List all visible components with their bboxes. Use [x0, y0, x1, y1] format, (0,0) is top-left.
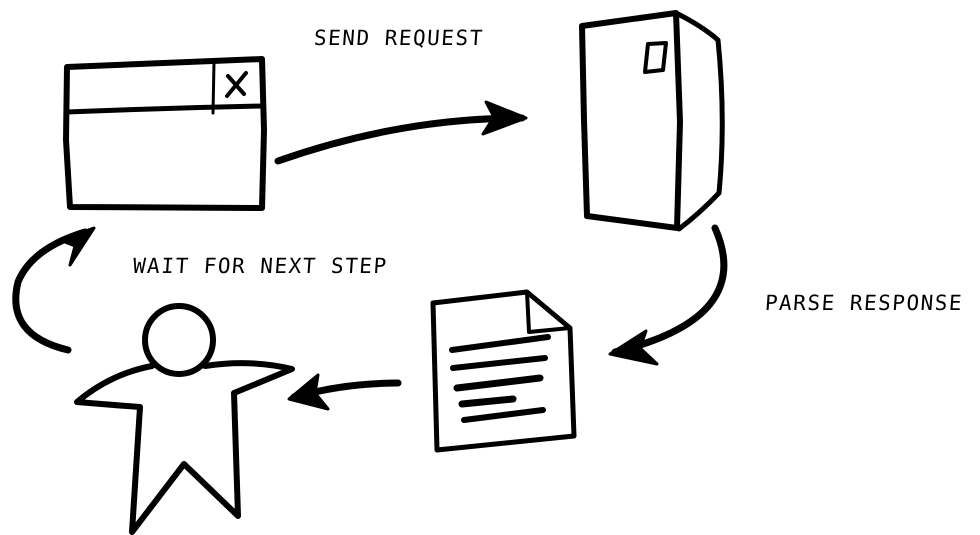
- close-icon: [225, 71, 248, 98]
- arrow-document-to-person: [287, 373, 402, 411]
- person-icon: [74, 303, 295, 535]
- arrow-parse-response: [608, 224, 728, 366]
- send-request-label: SEND REQUEST: [313, 26, 485, 50]
- arrow-wait-for-next-step: [12, 226, 96, 354]
- arrow-send-request: [274, 100, 528, 165]
- server-tower-icon: [579, 10, 725, 232]
- wait-for-next-step-label: WAIT FOR NEXT STEP: [132, 254, 389, 278]
- document-icon: [430, 289, 577, 453]
- parse-response-label: PARSE RESPONSE: [764, 291, 964, 315]
- browser-window-icon: [63, 56, 267, 211]
